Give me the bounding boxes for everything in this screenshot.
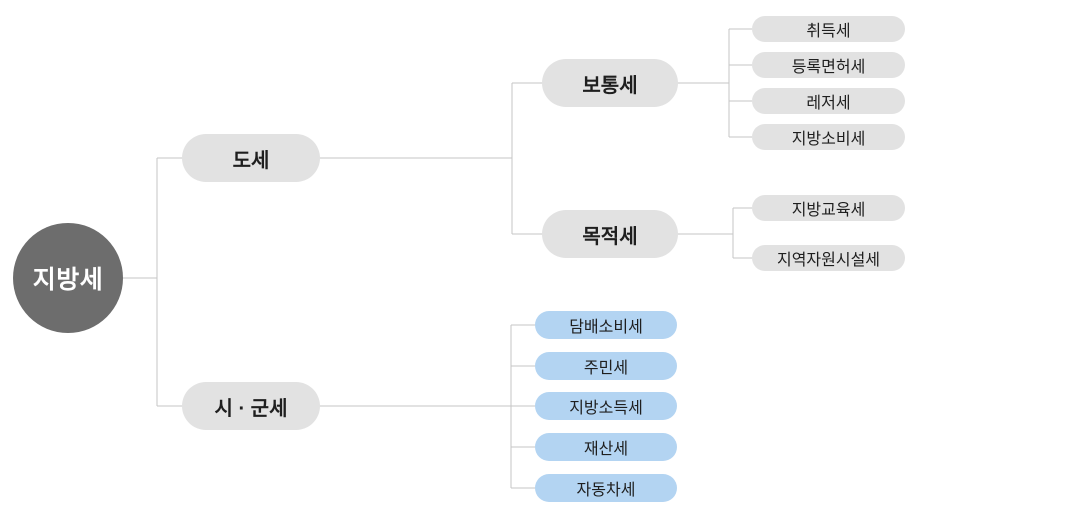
leaf-tobacco-consumption-tax: 담배소비세	[535, 311, 677, 339]
leaf-local-consumption-tax: 지방소비세	[752, 124, 905, 150]
leaf-local-income-tax: 지방소득세	[535, 392, 677, 420]
root-node-local-tax: 지방세	[13, 223, 123, 333]
leaf-property-tax: 재산세	[535, 433, 677, 461]
leaf-regional-resource-facility-tax: 지역자원시설세	[752, 245, 905, 271]
node-provincial-tax: 도세	[182, 134, 320, 182]
node-purpose-tax: 목적세	[542, 210, 678, 258]
leaf-automobile-tax: 자동차세	[535, 474, 677, 502]
leaf-resident-tax: 주민세	[535, 352, 677, 380]
leaf-acquisition-tax: 취득세	[752, 16, 905, 42]
leaf-local-education-tax: 지방교육세	[752, 195, 905, 221]
leaf-leisure-tax: 레저세	[752, 88, 905, 114]
node-city-county-tax: 시 · 군세	[182, 382, 320, 430]
leaf-registration-license-tax: 등록면허세	[752, 52, 905, 78]
node-ordinary-tax: 보통세	[542, 59, 678, 107]
